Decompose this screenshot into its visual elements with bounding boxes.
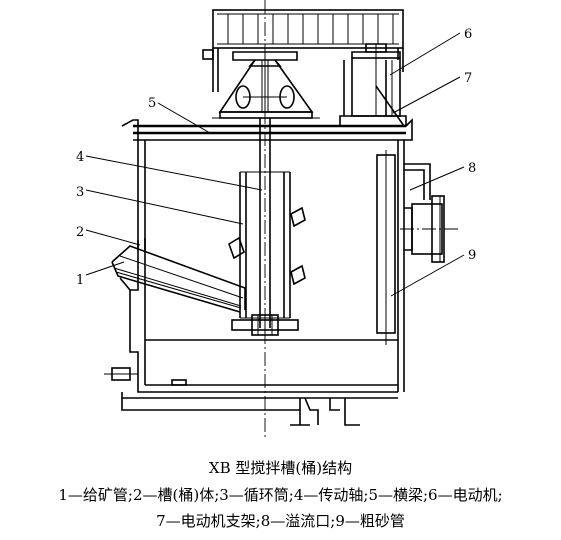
- callout-2: 2: [76, 225, 84, 240]
- motor: [351, 43, 401, 117]
- callout-4: 4: [76, 150, 84, 165]
- coarse-sand-pipe: [376, 150, 396, 345]
- agitation-tank-diagram: 1 2 3 4 5 6 7 8 9: [76, 0, 476, 440]
- figure-title: XB 型搅拌槽(桶)结构: [208, 459, 353, 477]
- belt-guard: [202, 9, 404, 92]
- drive-shaft: [228, 0, 306, 440]
- legend-line-2: 7—电动机支架;8—溢流口;9—粗砂管: [156, 512, 405, 530]
- motor-support: [339, 60, 407, 127]
- callout-5: 5: [148, 96, 156, 111]
- legend-line-1: 1—给矿管;2—槽(桶)体;3—循环筒;4—传动轴;5—横梁;6—电动机;: [58, 486, 503, 504]
- callout-labels: 1 2 3 4 5 6 7 8 9: [76, 27, 476, 288]
- tank-body: [104, 140, 405, 426]
- callout-9: 9: [468, 248, 476, 263]
- circulation-tube: [239, 171, 291, 319]
- leader-lines: [85, 32, 465, 297]
- callout-1: 1: [76, 273, 84, 288]
- callout-7: 7: [464, 71, 472, 86]
- feed-pipe: [111, 238, 246, 313]
- cross-beam: [121, 118, 413, 141]
- callout-3: 3: [76, 185, 84, 200]
- callout-6: 6: [464, 27, 472, 42]
- callout-8: 8: [468, 161, 476, 176]
- bearing-housing: [212, 48, 320, 119]
- overflow-outlet: [400, 163, 458, 263]
